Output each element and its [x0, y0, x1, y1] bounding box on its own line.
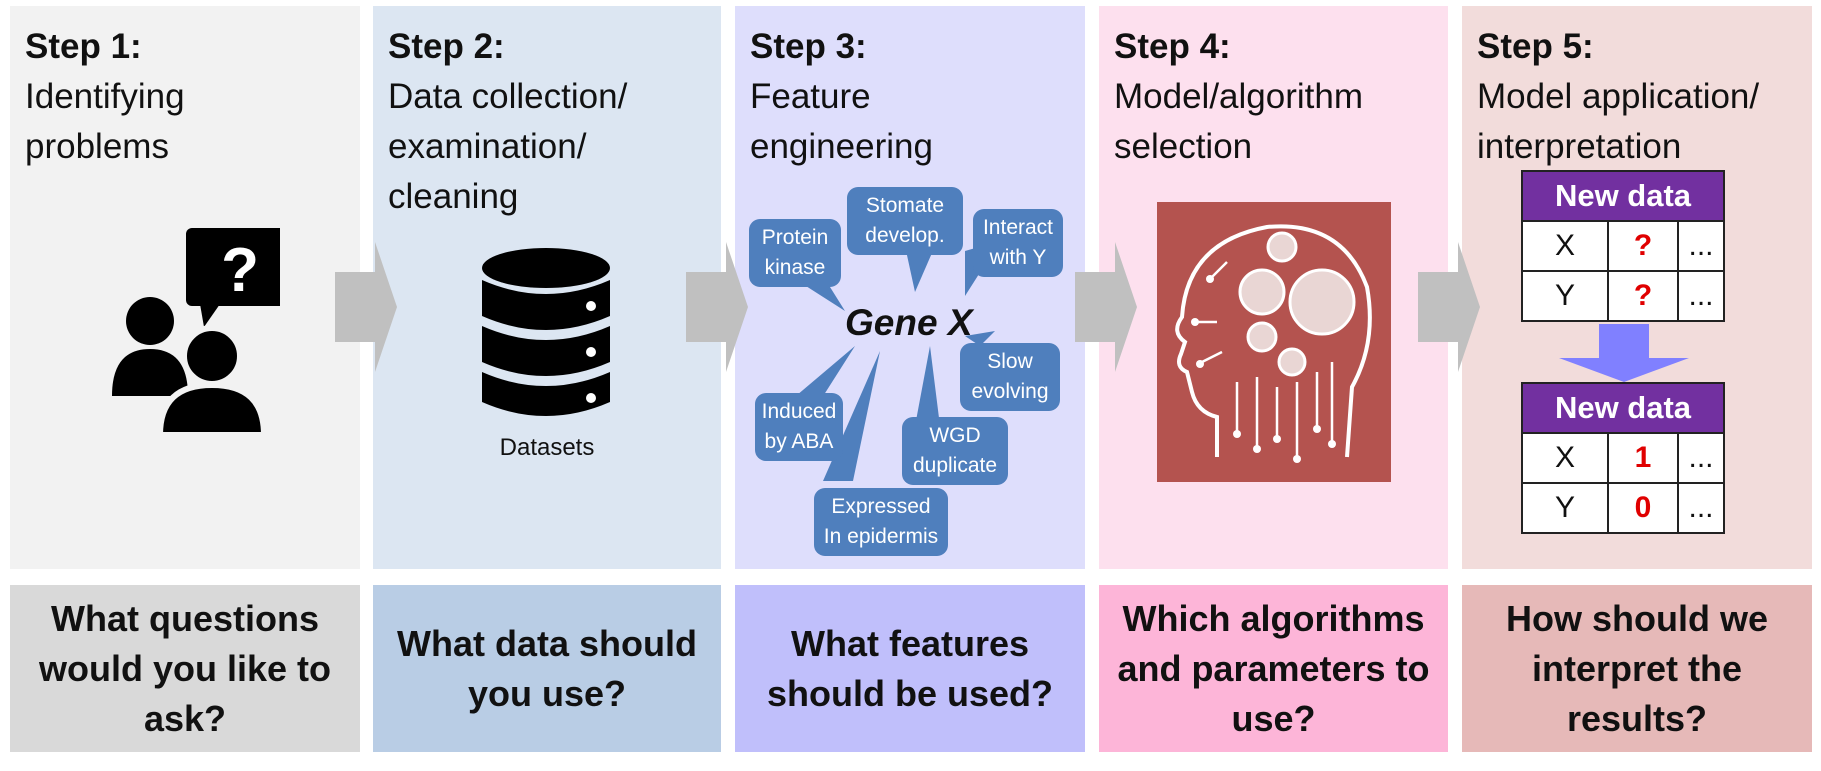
table-row: Y ? ... — [1521, 270, 1725, 322]
table-cell: Y — [1521, 270, 1609, 322]
step-1-label: Step 1: — [25, 27, 142, 66]
feature-bubble-slow-evolving: Slow evolving — [960, 343, 1060, 411]
arrow-step3-to-step4-icon — [1075, 242, 1137, 372]
question-step-4: Which algorithms and parameters to use? — [1099, 585, 1448, 752]
table-cell: X — [1521, 220, 1609, 272]
step-5-text: Model application/ interpretation — [1477, 77, 1760, 166]
new-data-table-after: New data X 1 ... Y 0 ... — [1521, 382, 1725, 534]
new-data-table-before: New data X ? ... Y ? ... — [1521, 170, 1725, 322]
feature-bubble-expressed: Expressed In epidermis — [814, 488, 948, 556]
step-5-label: Step 5: — [1477, 27, 1594, 66]
people-question-icon: ? — [112, 228, 280, 436]
table-cell: ... — [1677, 270, 1725, 322]
feature-bubble-interact: Interact with Y — [973, 209, 1063, 277]
table-row: X 1 ... — [1521, 432, 1725, 484]
step-1-panel: Step 1: Identifying problems ? — [10, 6, 360, 569]
step-2-text: Data collection/ examination/ cleaning — [388, 77, 628, 216]
gene-x-label: Gene X — [845, 302, 973, 343]
arrow-step1-to-step2-icon — [335, 242, 397, 372]
brain-gears-icon — [1157, 202, 1391, 482]
step-1-title: Step 1: Identifying problems — [25, 22, 185, 172]
feature-bubble-protein-kinase: Protein kinase — [749, 219, 841, 287]
arrow-step2-to-step3-icon — [686, 242, 748, 372]
arrow-step4-to-step5-icon — [1418, 242, 1480, 372]
question-step-1: What questions would you like to ask? — [10, 585, 360, 752]
step-2-title: Step 2: Data collection/ examination/ cl… — [388, 22, 627, 222]
table-cell-predicted: 0 — [1607, 482, 1679, 534]
question-step-3: What features should be used? — [735, 585, 1085, 752]
step-5-panel: Step 5: Model application/ interpretatio… — [1462, 6, 1812, 569]
step-1-text: Identifying problems — [25, 77, 185, 166]
step-4-label: Step 4: — [1114, 27, 1231, 66]
step-3-text: Feature engineering — [750, 77, 933, 166]
down-arrow-icon — [1559, 324, 1689, 382]
step-3-label: Step 3: — [750, 27, 867, 66]
table-cell: ... — [1677, 432, 1725, 484]
feature-bubble-wgd: WGD duplicate — [902, 417, 1008, 485]
table-header: New data — [1521, 382, 1725, 434]
table-cell: ... — [1677, 220, 1725, 272]
table-cell-predicted: 1 — [1607, 432, 1679, 484]
step-4-title: Step 4: Model/algorithm selection — [1114, 22, 1363, 172]
feature-bubble-aba: Induced by ABA — [755, 393, 843, 461]
datasets-caption: Datasets — [499, 434, 595, 461]
table-cell-unknown: ? — [1607, 270, 1679, 322]
question-step-2: What data should you use? — [373, 585, 721, 752]
table-cell: ... — [1677, 482, 1725, 534]
step-2-label: Step 2: — [388, 27, 505, 66]
step-2-panel: Step 2: Data collection/ examination/ cl… — [373, 6, 721, 569]
step-5-title: Step 5: Model application/ interpretatio… — [1477, 22, 1759, 172]
table-cell: Y — [1521, 482, 1609, 534]
step-3-panel: Step 3: Feature engineering Protein kina… — [735, 6, 1085, 569]
table-cell-unknown: ? — [1607, 220, 1679, 272]
table-cell: X — [1521, 432, 1609, 484]
step-4-text: Model/algorithm selection — [1114, 77, 1363, 166]
feature-bubble-stomate: Stomate develop. — [847, 187, 963, 255]
table-row: Y 0 ... — [1521, 482, 1725, 534]
step-4-panel: Step 4: Model/algorithm selection — [1099, 6, 1448, 569]
table-row: X ? ... — [1521, 220, 1725, 272]
table-header: New data — [1521, 170, 1725, 222]
database-icon — [482, 248, 610, 416]
step-3-title: Step 3: Feature engineering — [750, 22, 933, 172]
question-step-5: How should we interpret the results? — [1462, 585, 1812, 752]
svg-text:?: ? — [221, 236, 259, 305]
